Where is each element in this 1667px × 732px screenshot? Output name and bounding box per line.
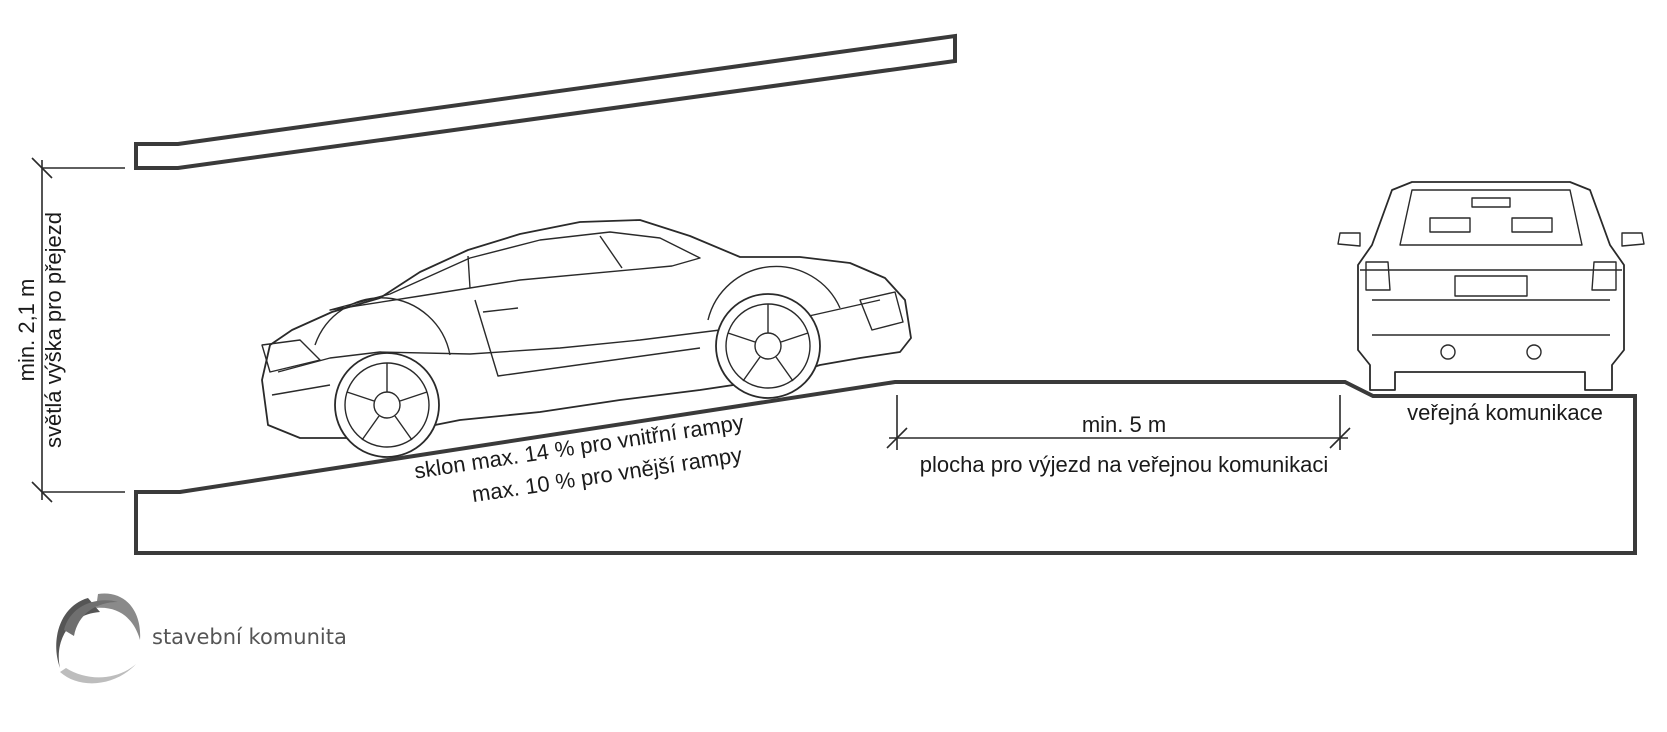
car-side-view bbox=[261, 219, 912, 458]
ceiling-slab bbox=[134, 33, 957, 170]
clearance-min-label: min. 2,1 m bbox=[14, 279, 39, 382]
floor-slab bbox=[134, 380, 1637, 555]
rear-wheel bbox=[715, 293, 821, 399]
car-rear-view bbox=[1337, 181, 1645, 391]
front-wheel bbox=[334, 352, 440, 458]
clearance-dimension bbox=[31, 157, 125, 503]
exit-area-min-label: min. 5 m bbox=[1082, 412, 1166, 437]
exit-area-desc-label: plocha pro výjezd na veřejnou komunikaci bbox=[920, 452, 1328, 477]
brand-logo-icon bbox=[56, 593, 141, 684]
exit-area-dimension bbox=[886, 395, 1351, 450]
road-label: veřejná komunikace bbox=[1407, 400, 1603, 425]
clearance-desc-label: světlá výška pro přejezd bbox=[41, 212, 66, 448]
brand-name: stavební komunita bbox=[152, 625, 347, 649]
